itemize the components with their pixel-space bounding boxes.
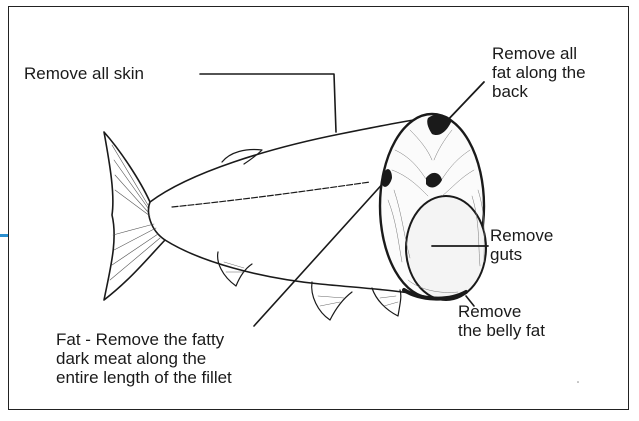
label-fat-fillet: Fat - Remove the fatty dark meat along t… — [56, 330, 232, 387]
label-line: the belly fat — [458, 321, 545, 340]
dorsal-fin — [222, 150, 262, 165]
label-remove-skin: Remove all skin — [24, 64, 144, 83]
leader-back-fat — [444, 82, 484, 124]
lateral-line — [172, 182, 370, 207]
label-line: fat along the — [492, 63, 586, 82]
label-line: entire length of the fillet — [56, 368, 232, 387]
pelvic-fin — [312, 282, 352, 320]
label-line: Remove — [458, 302, 545, 321]
label-line: back — [492, 82, 586, 101]
cross-section-inner — [406, 196, 486, 300]
leader-fillet — [254, 180, 386, 326]
label-remove-guts: Remove guts — [490, 226, 553, 264]
label-remove-back-fat: Remove all fat along the back — [492, 44, 586, 101]
fish-tail — [104, 132, 165, 300]
label-line: Remove — [490, 226, 553, 245]
label-line: Fat - Remove the fatty — [56, 330, 232, 349]
leader-skin — [200, 74, 336, 132]
fin-rays — [224, 262, 398, 306]
tail-fin-rays — [110, 145, 160, 280]
label-line: dark meat along the — [56, 349, 232, 368]
speck — [577, 381, 579, 383]
label-line: guts — [490, 245, 553, 264]
label-remove-belly-fat: Remove the belly fat — [458, 302, 545, 340]
label-line: Remove all — [492, 44, 586, 63]
